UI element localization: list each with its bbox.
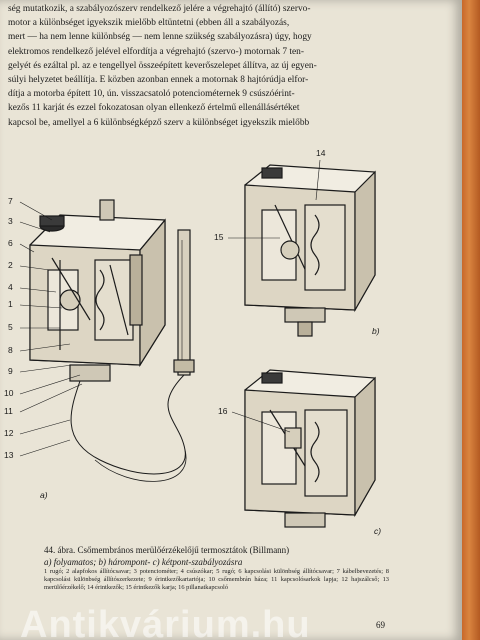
panel-b-drawing [244, 164, 376, 337]
panel-c-drawing [244, 369, 376, 528]
caption-title: 44. ábra. Csőmembrános merülőérzékelőjű … [44, 545, 290, 555]
body-line: ség mutatkozik, a szabályozószerv rendel… [8, 4, 311, 14]
label-16: 16 [218, 406, 228, 416]
label-13: 13 [4, 450, 14, 460]
label-6: 6 [8, 238, 13, 248]
label-10: 10 [4, 388, 14, 398]
label-7: 7 [8, 196, 13, 206]
label-15: 15 [214, 232, 224, 242]
body-line: motor a különbséget igyekszik mielőbb el… [8, 18, 290, 29]
body-line: mert — ha nem lenne különbség — nem lenn… [8, 32, 312, 43]
panel-a-label: a) [40, 490, 48, 500]
thermostat-figure: 7 3 6 2 4 1 5 8 9 10 11 12 13 14 15 16 a… [0, 148, 460, 540]
body-line: kezős 11 karját és ezzel fokozatosan oly… [8, 103, 300, 114]
label-8: 8 [8, 345, 13, 355]
leader-lines [19, 159, 321, 457]
panel-a-drawing [29, 199, 195, 482]
body-line: dítja a motorba épített 10, ún. visszacs… [8, 89, 295, 100]
label-4: 4 [8, 282, 13, 292]
label-5: 5 [8, 322, 13, 332]
panel-c-label: c) [374, 526, 382, 536]
label-14: 14 [316, 148, 326, 158]
book-page: ség mutatkozik, a szabályozószerv rendel… [0, 0, 462, 640]
label-11: 11 [4, 406, 13, 416]
body-line: gelyét és ezáltal pl. az e tengellyel ös… [8, 60, 317, 71]
label-12: 12 [4, 428, 14, 438]
label-2: 2 [8, 260, 13, 270]
label-3: 3 [8, 216, 13, 226]
watermark: Antikvárium.hu [20, 604, 311, 640]
body-text: ség mutatkozik, a szabályozószerv rendel… [8, 2, 388, 130]
body-line: súlyi helyzetet beállítja. E közben azon… [8, 75, 309, 86]
body-line: elektromos rendelkező jelével elfordítja… [8, 46, 304, 57]
thermostat-illustration [19, 159, 376, 528]
figure-legend: 1 rugó; 2 alapfokos állítócsavar; 3 pote… [44, 568, 389, 592]
page-number: 69 [376, 620, 385, 630]
body-line: kapcsol be, amellyel a 6 különbségképző … [8, 117, 310, 128]
book-edge [462, 0, 480, 640]
figure-caption: 44. ábra. Csőmembrános merülőérzékelőjű … [44, 544, 384, 568]
caption-subtitle: a) folyamatos; b) hárompont- c) kétpont-… [44, 557, 243, 567]
label-9: 9 [8, 366, 13, 376]
label-1: 1 [8, 299, 13, 309]
panel-b-label: b) [372, 326, 380, 336]
